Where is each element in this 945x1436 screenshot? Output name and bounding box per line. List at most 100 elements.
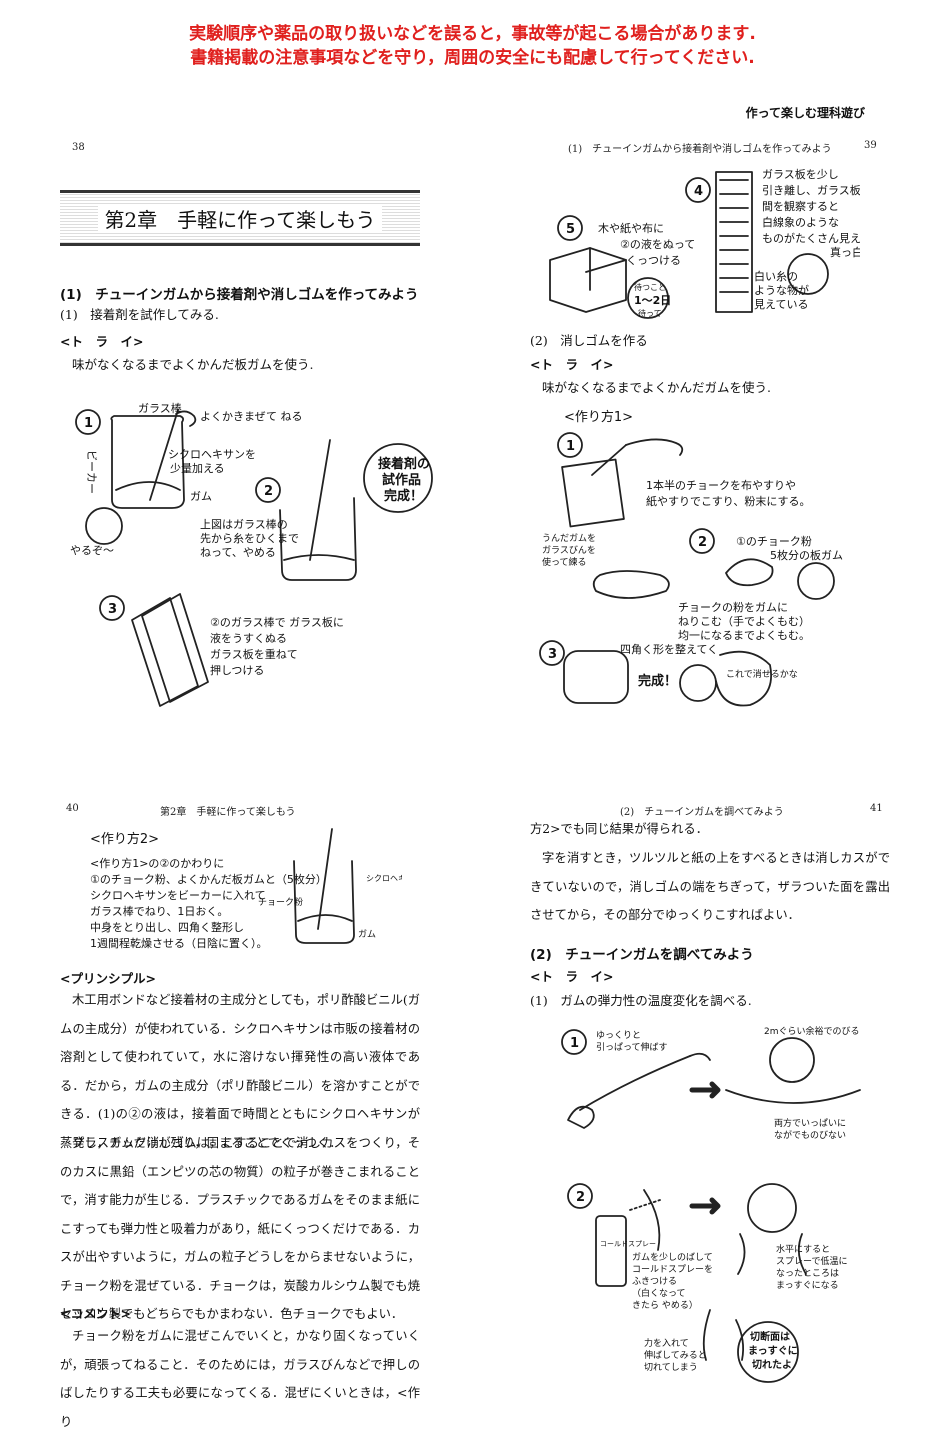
eraser-step-1-number: 1 bbox=[566, 439, 575, 454]
step-2-circle bbox=[255, 477, 281, 503]
label-wood-1: 木や紙や布に bbox=[598, 221, 664, 235]
glass-plates bbox=[715, 171, 753, 313]
speech-bubble bbox=[715, 650, 772, 707]
kid-face-spray bbox=[747, 1183, 797, 1233]
broken-gum bbox=[702, 1309, 745, 1361]
comment-label: <コメント> bbox=[60, 1306, 131, 1321]
label-stretch: 2mぐらい余裕でのびる bbox=[764, 1025, 860, 1037]
label-flat-2: スプレーで低温に bbox=[776, 1255, 847, 1267]
spray-mist bbox=[629, 1199, 661, 1211]
label-obs-1: ガラス板を少し bbox=[762, 167, 839, 181]
label-wait-3: 待って bbox=[638, 308, 662, 318]
label-chalk-40: チョーク粉 bbox=[258, 896, 303, 908]
label-spray-3: ふきつける bbox=[632, 1276, 677, 1287]
gum-lump-1 bbox=[115, 481, 181, 491]
series-title: 作って楽しむ理科遊び bbox=[745, 106, 865, 120]
label-kid: やるぞ〜 bbox=[70, 544, 114, 557]
label-beaker: ビーカー bbox=[85, 450, 98, 494]
arrow-right-1 bbox=[689, 1081, 721, 1099]
label-white-1: 白い糸の bbox=[754, 269, 798, 283]
label-gum-40: ガム bbox=[358, 929, 376, 940]
label-m2-line-4: ガラス棒でねり、1日おく。 bbox=[90, 904, 228, 918]
gum-strip bbox=[643, 1189, 661, 1251]
glass-plate-back bbox=[131, 597, 199, 707]
step-1-number: 1 bbox=[84, 416, 93, 431]
label-chalk-1: 1本半のチョークを布やすりや bbox=[646, 478, 796, 492]
page-number-39: 39 bbox=[864, 140, 877, 151]
label-spray-4: （白くなって bbox=[632, 1287, 686, 1299]
label-kid-bubble: これで消せるかな bbox=[726, 668, 798, 680]
mixture bbox=[297, 914, 353, 922]
wood-edges bbox=[585, 247, 627, 291]
page-number-40: 40 bbox=[66, 803, 79, 814]
step-2-number: 2 bbox=[264, 484, 273, 499]
label-force-3: 切れてしまう bbox=[644, 1362, 698, 1373]
label-square: 四角く形を整えてく bbox=[620, 642, 718, 656]
label-trial-2: 試作品 bbox=[382, 472, 421, 488]
eraser-step-3-number: 3 bbox=[548, 647, 557, 662]
label-gum-1: ガム bbox=[190, 490, 212, 503]
label-flat-1: 水平にすると bbox=[776, 1243, 830, 1255]
try-label-39: <ト ラ イ> bbox=[530, 357, 614, 372]
label-m2-line-1: <作り方1>の②のかわりに bbox=[90, 856, 224, 870]
continuation-paragraph: 字を消すとき，ツルツルと紙の上をすべるときは消しカスができていないので，消しゴム… bbox=[530, 851, 890, 922]
hands-gum bbox=[737, 1233, 807, 1275]
gum-pile bbox=[725, 558, 774, 587]
try-label-38: <ト ラ イ> bbox=[60, 334, 144, 349]
label-glass-rod: ガラス棒 bbox=[138, 401, 182, 415]
try-label-41: <ト ラ イ> bbox=[530, 969, 614, 984]
label-gum-5: 5枚分の板ガム bbox=[770, 548, 843, 562]
chapter-title-box: 第2章 手軽に作って楽しもう bbox=[60, 190, 420, 246]
section-heading-2: (2) チューインガムを調べてみよう bbox=[530, 947, 754, 963]
hand-right bbox=[689, 1052, 711, 1061]
label-chalk-2: 紙やすりでこすり、粉末にする。 bbox=[646, 494, 810, 508]
label-wood-3: くっつける bbox=[626, 254, 681, 267]
label-cyclo-40: シクロヘキサン bbox=[366, 874, 402, 883]
label-m2-line-2: ①のチョーク粉、よくかんだ板ガムと（5枚分） bbox=[90, 872, 327, 886]
warning-line-1: 実験順序や薬品の取り扱いなどを誤ると，事故等が起こる場合があります. bbox=[189, 24, 756, 44]
comment-paragraph: チョーク粉をガムに混ぜこんでいくと，かなり固くなっていくが，頑張ってねること．そ… bbox=[60, 1329, 420, 1429]
label-obs-4: 白線象のような bbox=[762, 215, 839, 229]
label-knead-2: ねりこむ（手でよくもむ） bbox=[678, 614, 810, 628]
warning-line-2: 書籍掲載の注意事項などを守り，周囲の安全にも配慮して行ってください. bbox=[190, 48, 755, 68]
kid-face-39 bbox=[787, 253, 829, 295]
elastic-step-2-number: 2 bbox=[576, 1190, 585, 1205]
kid-face-eraser bbox=[797, 562, 835, 600]
label-thread-3: ねって、やめる bbox=[200, 546, 276, 559]
label-method-2: <作り方2> bbox=[90, 831, 159, 847]
beaker-1 bbox=[110, 415, 185, 509]
label-thread-2: 先から糸をひくまで bbox=[200, 532, 299, 545]
label-method-1: <作り方1> bbox=[564, 409, 633, 425]
step-3-number: 3 bbox=[108, 602, 117, 617]
hand-left bbox=[567, 1105, 595, 1129]
label-cut-3: 切れたよ bbox=[752, 1359, 792, 1371]
label-wait-2: 1〜2日 bbox=[634, 294, 671, 307]
label-glass-1: ②のガラス棒で ガラス板に bbox=[210, 615, 344, 629]
arrow-right-2 bbox=[689, 1197, 721, 1215]
cut-badge bbox=[737, 1321, 799, 1383]
white-threads bbox=[719, 179, 749, 293]
kid-face bbox=[85, 507, 123, 545]
chapter-title: 第2章 手軽に作って楽しもう bbox=[98, 203, 382, 233]
label-force-2: 伸ばしてみると bbox=[644, 1349, 707, 1361]
label-m2-line-6: 1週間程乾燥させる（日陰に置く）。 bbox=[90, 936, 268, 950]
section-heading-1: (1) チューインガムから接着剤や消しゴムを作ってみよう bbox=[60, 287, 419, 303]
running-head-41: (2) チューインガムを調べてみよう bbox=[620, 807, 784, 818]
gum-lump-2 bbox=[283, 554, 355, 561]
label-spray-1: ガムを少しのばして bbox=[632, 1252, 713, 1263]
label-stir: よくかきまぜて ねる bbox=[200, 410, 303, 423]
running-head-39: (1) チューインガムから接着剤や消しゴムを作ってみよう bbox=[568, 144, 832, 155]
label-done: 完成！ bbox=[638, 673, 677, 689]
label-white-2: ような物が bbox=[754, 283, 809, 297]
label-wait-1: 待つこと bbox=[634, 282, 666, 292]
sandpaper bbox=[561, 458, 625, 528]
kid-face-stretch bbox=[769, 1037, 815, 1083]
beaker-3 bbox=[293, 860, 355, 944]
beaker-2 bbox=[279, 497, 357, 581]
trial-badge bbox=[363, 443, 433, 513]
elastic-step-1-number: 1 bbox=[570, 1036, 579, 1051]
eraser-illustration: <作り方1> 1 1本半のチョークを布やすりや 紙やすりでこすり、粉末にする。 … bbox=[539, 409, 843, 707]
label-force-1: 力を入れて bbox=[644, 1337, 689, 1349]
label-knead-1: チョークの粉をガムに bbox=[678, 601, 788, 614]
long-gum bbox=[725, 1089, 861, 1104]
